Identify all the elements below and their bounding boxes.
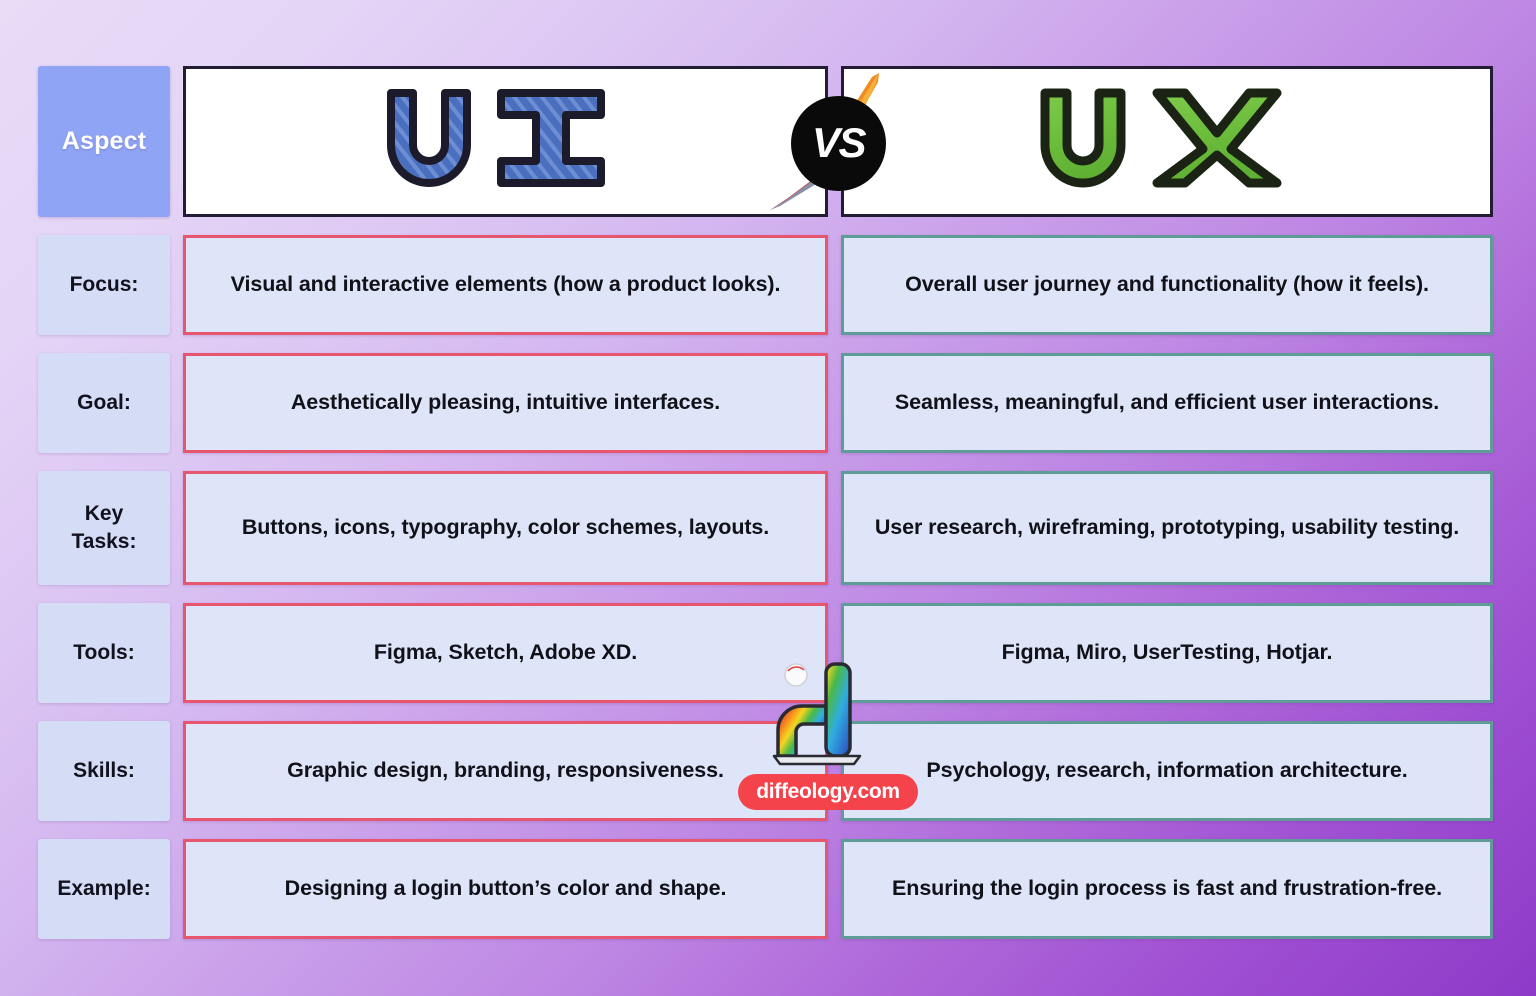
aspect-header-cell: Aspect [38, 66, 170, 217]
row-label-text: Focus: [69, 272, 139, 296]
cell-text: Visual and interactive elements (how a p… [230, 272, 781, 297]
cell-text: User research, wireframing, prototyping,… [874, 515, 1460, 540]
ui-header-cell [183, 66, 828, 217]
vs-label: VS [811, 118, 867, 166]
row-label-text: Skills: [73, 758, 135, 782]
aspect-header-label: Aspect [61, 127, 147, 155]
cell-text: Ensuring the login process is fast and f… [892, 876, 1442, 901]
cell-ui-goal: Aesthetically pleasing, intuitive interf… [183, 353, 828, 453]
cell-ux-key-tasks: User research, wireframing, prototyping,… [841, 471, 1493, 585]
row-label-example: Example: [38, 839, 170, 939]
cell-ui-tools: Figma, Sketch, Adobe XD. [183, 603, 828, 703]
row-label-focus: Focus: [38, 235, 170, 335]
cell-text: Aesthetically pleasing, intuitive interf… [290, 390, 721, 415]
cell-text: Overall user journey and functionality (… [905, 272, 1429, 297]
cell-text: Designing a login button’s color and sha… [284, 876, 727, 901]
cell-text: Seamless, meaningful, and efficient user… [894, 390, 1440, 415]
cell-ui-skills: Graphic design, branding, responsiveness… [183, 721, 828, 821]
cell-text: Figma, Sketch, Adobe XD. [373, 640, 638, 665]
row-label-text: Goal: [77, 390, 131, 414]
row-label-tools: Tools: [38, 603, 170, 703]
ux-header-cell [841, 66, 1493, 217]
cell-ux-focus: Overall user journey and functionality (… [841, 235, 1493, 335]
row-label-text: Key Tasks: [71, 501, 137, 553]
ux-logo-icon [1040, 88, 1282, 187]
cell-ux-goal: Seamless, meaningful, and efficient user… [841, 353, 1493, 453]
row-label-skills: Skills: [38, 721, 170, 821]
cell-text: Buttons, icons, typography, color scheme… [241, 515, 770, 540]
row-label-key-tasks: Key Tasks: [38, 471, 170, 585]
row-label-text: Example: [57, 876, 151, 900]
cell-text: Figma, Miro, UserTesting, Hotjar. [1001, 640, 1333, 665]
cell-text: Psychology, research, information archit… [926, 758, 1408, 783]
row-label-text: Tools: [73, 640, 135, 664]
vs-badge: VS [770, 73, 886, 210]
cell-ui-example: Designing a login button’s color and sha… [183, 839, 828, 939]
cell-ux-tools: Figma, Miro, UserTesting, Hotjar. [841, 603, 1493, 703]
comparison-table: Aspect [38, 66, 1498, 939]
cell-ux-example: Ensuring the login process is fast and f… [841, 839, 1493, 939]
cell-ui-focus: Visual and interactive elements (how a p… [183, 235, 828, 335]
ui-logo-icon [386, 88, 605, 187]
cell-text: Graphic design, branding, responsiveness… [287, 758, 724, 783]
cell-ui-key-tasks: Buttons, icons, typography, color scheme… [183, 471, 828, 585]
row-label-goal: Goal: [38, 353, 170, 453]
vs-circle: VS [791, 96, 886, 191]
cell-ux-skills: Psychology, research, information archit… [841, 721, 1493, 821]
